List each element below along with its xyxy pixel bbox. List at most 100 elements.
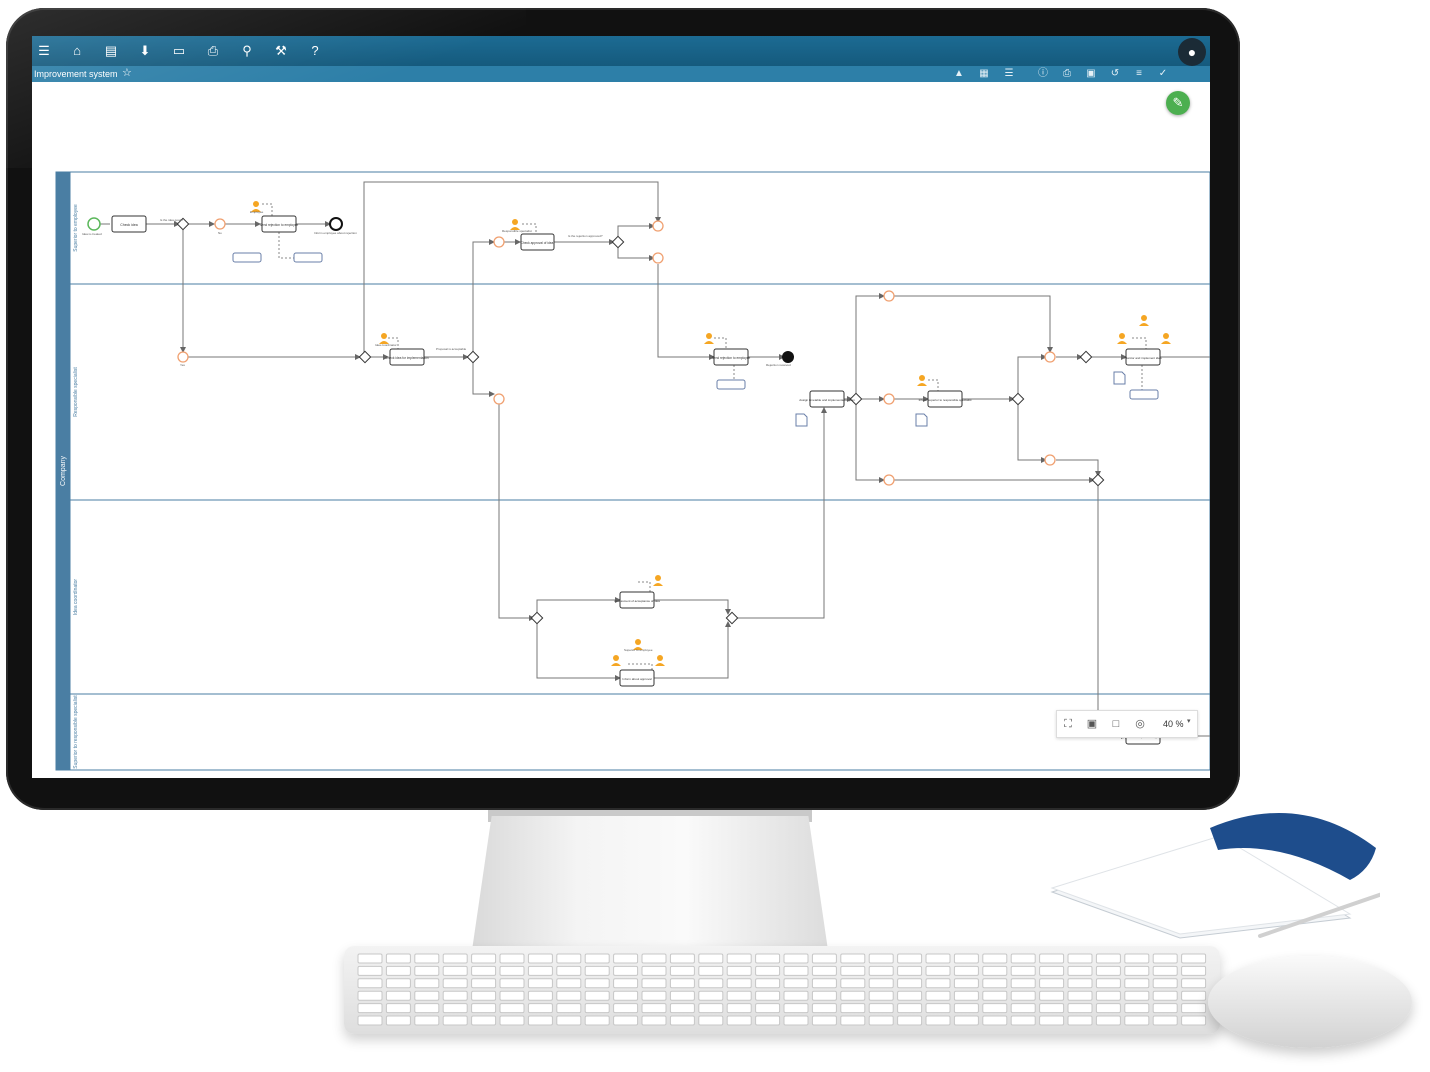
table-icon[interactable]: ▦: [979, 68, 989, 79]
keyboard-key: [953, 965, 979, 976]
keyboard-key: [1095, 1003, 1121, 1014]
keyboard-key: [414, 1003, 440, 1014]
zoom-select[interactable]: 40 %: [1163, 719, 1184, 729]
keyboard-key: [1095, 1015, 1121, 1026]
wrench-icon[interactable]: ⚒: [275, 43, 287, 58]
filter-icon[interactable]: ≡: [1136, 68, 1142, 79]
keyboard-key: [755, 953, 781, 964]
keyboard-key: [527, 990, 553, 1001]
hierarchy-icon[interactable]: ▲: [954, 68, 964, 79]
condition-label: Proposal is acceptable: [436, 347, 467, 351]
chevron-down-icon[interactable]: ▾: [1187, 718, 1191, 725]
fullscreen-icon[interactable]: ⛶: [1064, 718, 1072, 730]
keyboard-key: [357, 1003, 383, 1014]
attachment-icon[interactable]: ⎙: [1063, 68, 1071, 79]
keyboard-key: [982, 965, 1008, 976]
keyboard-key: [1181, 965, 1207, 976]
keyboard-key: [811, 1015, 837, 1026]
keyboard-key: [1095, 953, 1121, 964]
keyboard-key: [471, 1003, 497, 1014]
edit-button[interactable]: ✎: [1166, 91, 1190, 115]
comments-icon[interactable]: ▣: [1086, 68, 1096, 79]
keyboard-key: [385, 1003, 411, 1014]
sub-toolbar: Improvement system ☆ ▲ ▦ ☰ ⓘ ⎙ ▣ ↺ ≡ ✓: [32, 66, 1210, 82]
check-icon[interactable]: ✓: [1158, 68, 1168, 79]
keyboard-key: [1010, 1003, 1036, 1014]
keyboard-key: [556, 953, 582, 964]
keyboard-key: [584, 1003, 610, 1014]
task[interactable]: Inform about approval: [619, 669, 655, 687]
sequence-flows: [100, 181, 1210, 739]
keyboard-key: [584, 990, 610, 1001]
keyboard-key: [1010, 965, 1036, 976]
keyboard-key: [1010, 1015, 1036, 1026]
keyboard-key: [840, 990, 866, 1001]
keyboard-key: [1039, 1015, 1065, 1026]
keyboard-key: [669, 965, 695, 976]
task[interactable]: Check idea for implementation: [385, 348, 429, 366]
start-event[interactable]: [87, 217, 101, 231]
print-icon[interactable]: ⎙: [207, 43, 219, 58]
keyboard-key: [442, 1015, 468, 1026]
gateways[interactable]: [176, 217, 1105, 625]
keyboard-key: [726, 1015, 752, 1026]
search-icon[interactable]: ⚲: [242, 43, 252, 58]
list-icon[interactable]: ☰: [1004, 68, 1014, 79]
keyboard-key: [442, 953, 468, 964]
keyboard-key: [726, 953, 752, 964]
role-label: Idea coordinator: [375, 343, 397, 347]
keyboard-key: [556, 965, 582, 976]
keyboard-key: [698, 965, 724, 976]
screen: ☰ ⌂ ▤ ⬇ ▭ ⎙ ⚲ ⚒ ? ● Improvement system ☆…: [32, 36, 1210, 778]
data-objects[interactable]: [232, 252, 1159, 427]
star-icon[interactable]: ☆: [122, 67, 132, 79]
keyboard-key: [1181, 990, 1207, 1001]
help-icon[interactable]: ?: [311, 43, 319, 58]
info-icon[interactable]: ⓘ: [1038, 68, 1048, 79]
message-end-event[interactable]: [782, 351, 794, 363]
keyboard-key: [811, 1003, 837, 1014]
task[interactable]: Inform superior to responsible specialis…: [919, 390, 972, 408]
keyboard-key: [584, 978, 610, 989]
keyboard-key: [442, 965, 468, 976]
menu-icon[interactable]: ☰: [38, 43, 50, 58]
keyboard-key: [1124, 978, 1150, 989]
center-icon[interactable]: ◎: [1135, 718, 1145, 730]
keyboard-key: [1152, 1003, 1178, 1014]
process-diagram[interactable]: Company Superior to employee Responsible…: [32, 82, 1210, 778]
task[interactable]: Check approval of idea: [520, 233, 555, 251]
task[interactable]: Assessment of acceptance of idea: [614, 591, 660, 609]
user-avatar-icon[interactable]: ●: [1178, 38, 1206, 66]
task-label: Check idea for implementation: [385, 356, 428, 360]
document-icon[interactable]: ▤: [104, 43, 118, 58]
keyboard-key: [385, 990, 411, 1001]
keyboard-key: [1010, 990, 1036, 1001]
task[interactable]: Send rejection to employee: [712, 348, 751, 366]
task[interactable]: Check idea: [111, 215, 147, 233]
task[interactable]: Send rejection to employee: [260, 215, 299, 233]
keyboard-key: [1181, 953, 1207, 964]
fit-to-screen-icon[interactable]: □: [1112, 718, 1120, 730]
keyboard-key: [897, 1015, 923, 1026]
keyboard-key: [357, 1015, 383, 1026]
task[interactable]: Monitor and implement idea: [1124, 348, 1162, 366]
pool-header: [56, 172, 70, 770]
download-icon[interactable]: ⬇: [139, 43, 151, 58]
book-icon[interactable]: ▭: [172, 43, 186, 58]
event-label: Inform employee about rejection: [314, 231, 357, 235]
keyboard-key: [556, 978, 582, 989]
keyboard-key: [1124, 1003, 1150, 1014]
keyboard-key: [471, 990, 497, 1001]
keyboard-key: [1067, 990, 1093, 1001]
home-icon[interactable]: ⌂: [73, 43, 81, 58]
keyboard-key: [527, 965, 553, 976]
history-icon[interactable]: ↺: [1110, 68, 1120, 79]
keyboard-key: [1067, 1015, 1093, 1026]
minimap-icon[interactable]: ▣: [1086, 718, 1098, 730]
keyboard-key: [1067, 978, 1093, 989]
keyboard-key: [471, 1015, 497, 1026]
task[interactable]: Assign timetable and implementation plan: [799, 390, 855, 408]
intermediate-events[interactable]: [177, 218, 1056, 486]
end-event[interactable]: [329, 217, 343, 231]
keyboard-key: [669, 953, 695, 964]
